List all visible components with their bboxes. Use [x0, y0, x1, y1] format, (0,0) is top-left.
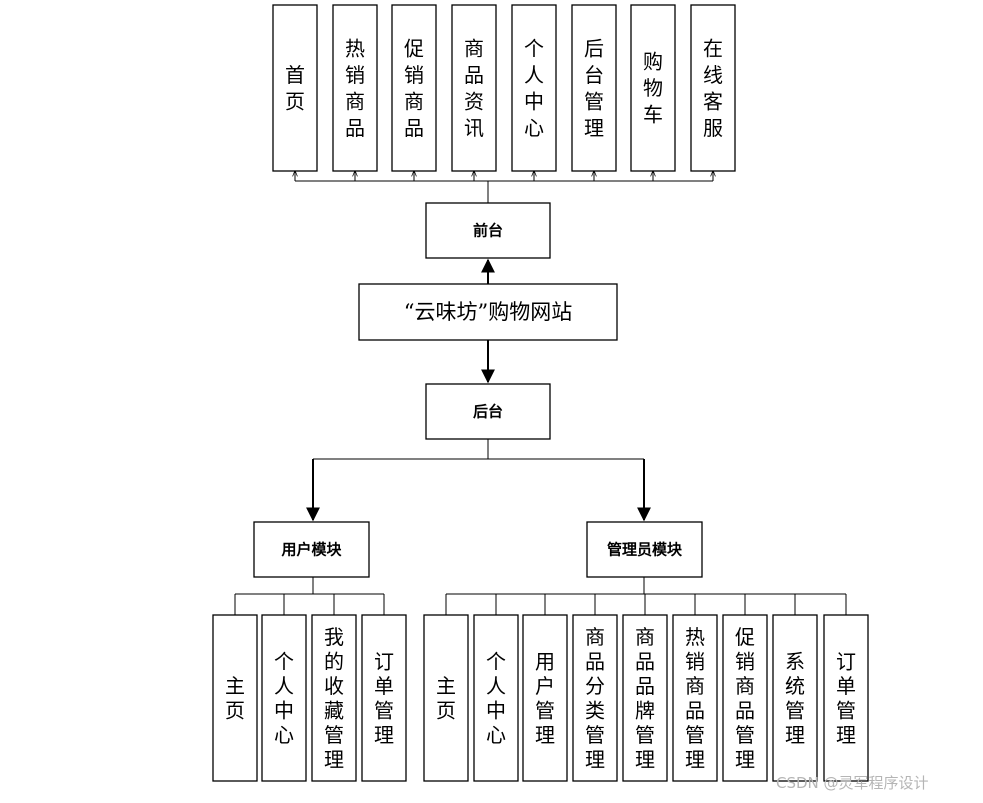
diagram-nodes: 首页首页热销商品热销商品促销商品促销商品商品资讯商品资讯个人中心个人中心后台管理… — [212, 4, 869, 782]
user-module-node-box — [253, 521, 370, 578]
frontend-item-7-box — [630, 4, 676, 172]
admin-item-2: 个人中心个人中心 — [473, 614, 519, 782]
watermark: CSDN @灵军程序设计 — [776, 774, 929, 792]
user-item-1-label: 主页主页 — [225, 674, 245, 723]
frontend-item-3-box — [391, 4, 437, 172]
admin-item-8-box — [772, 614, 818, 782]
backend-node-box — [425, 383, 551, 440]
admin-item-3: 用户管理用户管理 — [522, 614, 568, 782]
user-item-4-label: 订单管理订单管理 — [374, 649, 394, 747]
frontend-item-3-label: 促销商品促销商品 — [404, 36, 424, 140]
admin-item-1-label: 主页主页 — [436, 674, 456, 723]
frontend-item-5-box — [511, 4, 557, 172]
admin-item-8-label: 系统管理系统管理 — [785, 649, 805, 747]
user-item-2-label: 个人中心个人中心 — [274, 649, 294, 747]
admin-module-node-label: 管理员模块 — [607, 541, 683, 559]
user-module-node: 用户模块 — [253, 521, 370, 578]
frontend-item-6-box — [571, 4, 617, 172]
frontend-item-1-box — [272, 4, 318, 172]
admin-item-4-box — [572, 614, 618, 782]
frontend-item-6: 后台管理后台管理 — [571, 4, 617, 172]
user-module-node-label: 用户模块 — [281, 541, 342, 559]
center-node: “云味坊”购物网站 — [358, 283, 618, 341]
frontend-item-5: 个人中心个人中心 — [511, 4, 557, 172]
user-item-3-box — [311, 614, 357, 782]
backend-node-label: 后台 — [473, 403, 503, 421]
center-node-box — [358, 283, 618, 341]
admin-item-6-label: 热销商品管理热销商品管理 — [685, 625, 705, 772]
frontend-item-1-label: 首页首页 — [285, 63, 305, 114]
admin-item-5: 商品品牌管理商品品牌管理 — [622, 614, 668, 782]
frontend-item-2: 热销商品热销商品 — [332, 4, 378, 172]
frontend-item-7-label: 购物车购物车 — [643, 50, 663, 127]
center-node-label: “云味坊”购物网站 — [404, 300, 572, 324]
frontend-item-4-label: 商品资讯商品资讯 — [464, 36, 484, 140]
frontend-item-2-label: 热销商品热销商品 — [345, 36, 365, 140]
frontend-item-2-box — [332, 4, 378, 172]
admin-item-4: 商品分类管理商品分类管理 — [572, 614, 618, 782]
admin-item-9: 订单管理订单管理 — [823, 614, 869, 782]
user-item-3: 我的收藏管理我的收藏管理 — [311, 614, 357, 782]
frontend-node-label: 前台 — [473, 222, 503, 240]
frontend-item-8-box — [690, 4, 736, 172]
admin-item-1-box — [423, 614, 469, 782]
user-item-4-box — [361, 614, 407, 782]
frontend-item-5-label: 个人中心个人中心 — [524, 36, 544, 140]
user-item-2-box — [261, 614, 307, 782]
admin-item-3-box — [522, 614, 568, 782]
admin-item-7-label: 促销商品管理促销商品管理 — [735, 625, 755, 772]
frontend-node-box — [425, 202, 551, 259]
frontend-item-8: 在线客服在线客服 — [690, 4, 736, 172]
frontend-item-3: 促销商品促销商品 — [391, 4, 437, 172]
user-item-4: 订单管理订单管理 — [361, 614, 407, 782]
frontend-item-6-label: 后台管理后台管理 — [584, 36, 604, 140]
admin-item-9-label: 订单管理订单管理 — [836, 649, 856, 747]
user-item-1: 主页主页 — [212, 614, 258, 782]
frontend-item-8-label: 在线客服在线客服 — [703, 36, 723, 140]
admin-item-6: 热销商品管理热销商品管理 — [672, 614, 718, 782]
admin-module-node-box — [586, 521, 703, 578]
user-item-3-label: 我的收藏管理我的收藏管理 — [324, 625, 344, 772]
frontend-node: 前台 — [425, 202, 551, 259]
admin-item-5-label: 商品品牌管理商品品牌管理 — [635, 625, 655, 772]
frontend-item-1: 首页首页 — [272, 4, 318, 172]
frontend-item-4: 商品资讯商品资讯 — [451, 4, 497, 172]
admin-item-1: 主页主页 — [423, 614, 469, 782]
admin-item-5-box — [622, 614, 668, 782]
admin-item-9-box — [823, 614, 869, 782]
frontend-item-7: 购物车购物车 — [630, 4, 676, 172]
admin-item-2-label: 个人中心个人中心 — [486, 649, 506, 747]
admin-module-node: 管理员模块 — [586, 521, 703, 578]
admin-item-7-box — [722, 614, 768, 782]
connector-lines — [234, 171, 847, 615]
admin-item-8: 系统管理系统管理 — [772, 614, 818, 782]
admin-item-6-box — [672, 614, 718, 782]
user-item-1-box — [212, 614, 258, 782]
frontend-item-4-box — [451, 4, 497, 172]
user-item-2: 个人中心个人中心 — [261, 614, 307, 782]
admin-item-2-box — [473, 614, 519, 782]
admin-item-7: 促销商品管理促销商品管理 — [722, 614, 768, 782]
admin-item-3-label: 用户管理用户管理 — [535, 649, 555, 747]
admin-item-4-label: 商品分类管理商品分类管理 — [585, 625, 605, 772]
backend-node: 后台 — [425, 383, 551, 440]
